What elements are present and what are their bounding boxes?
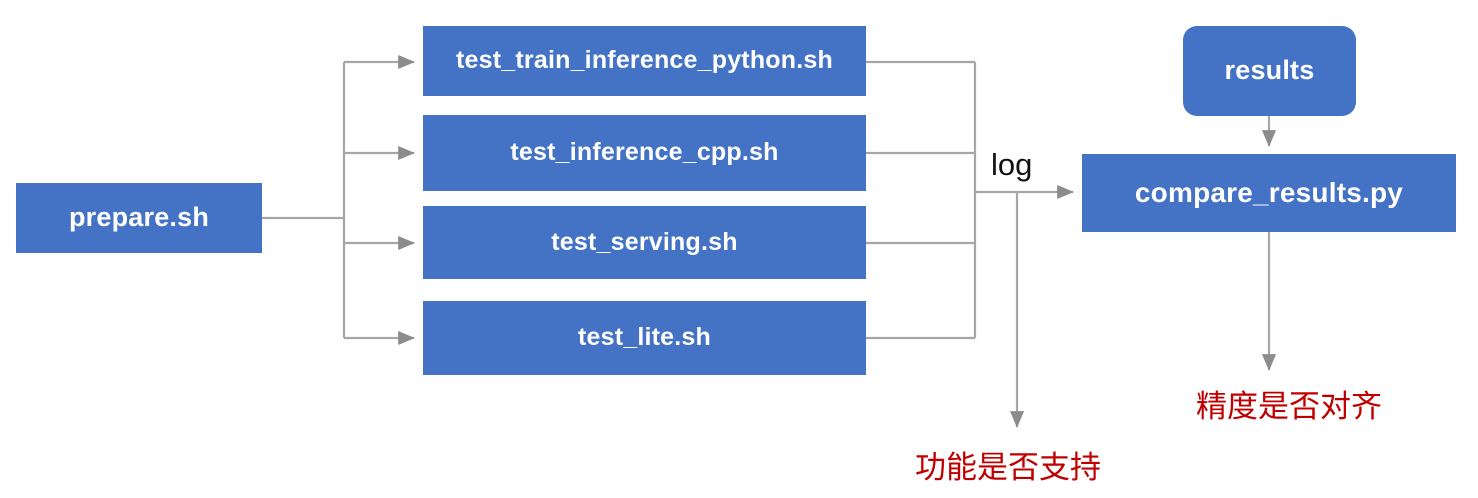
node-test-lite-sh[interactable]: test_lite.sh (423, 301, 866, 375)
node-test-train-inference-python-sh[interactable]: test_train_inference_python.sh (423, 26, 866, 96)
node-prepare-sh[interactable]: prepare.sh (16, 183, 262, 253)
node-test-inference-cpp-sh[interactable]: test_inference_cpp.sh (423, 115, 866, 191)
edge-label-log: log (991, 147, 1033, 182)
note-function-support: 功能是否支持 (915, 450, 1101, 486)
note-accuracy-aligned: 精度是否对齐 (1196, 389, 1382, 425)
node-test-serving-sh[interactable]: test_serving.sh (423, 206, 866, 279)
node-compare-results-py[interactable]: compare_results.py (1082, 154, 1456, 232)
node-results[interactable]: results (1183, 26, 1356, 116)
